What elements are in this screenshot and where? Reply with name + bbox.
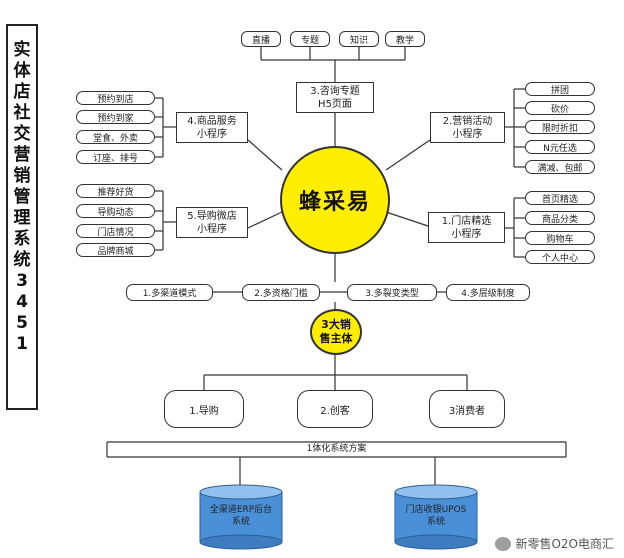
guide-item: 导购动态: [76, 204, 155, 218]
integration-label: 1体化系统方案: [306, 444, 367, 454]
vertical-title: 实 体 店 社 交 营 销 管 理 系 统 3 4 5 1: [6, 24, 38, 410]
app-goods-service: 4.商品服务 小程序: [176, 112, 248, 143]
goods-item: 订座、排号: [76, 150, 155, 164]
db-label-line: 门店收银UPOS: [405, 505, 467, 515]
app-h5-page: 3.咨询专题 H5页面: [296, 82, 374, 113]
mode-box: 2.多资格门槛: [242, 284, 320, 301]
app-guide-shop: 5.导购微店 小程序: [176, 207, 248, 238]
app-label: 5.导购微店: [187, 210, 237, 222]
title-char: 销: [13, 166, 31, 186]
title-char: 营: [13, 145, 31, 165]
db-label-line: 全渠道ERP后台: [209, 505, 273, 515]
database-cylinders: [199, 484, 478, 550]
app-label: H5页面: [318, 98, 352, 110]
title-char: 4: [16, 292, 28, 312]
database-label-upos: 门店收银UPOS 系统: [395, 504, 477, 528]
guide-item: 品牌商城: [76, 243, 155, 257]
wechat-icon: [495, 536, 512, 551]
entity-box: 2.创客: [297, 390, 373, 428]
mode-box: 4.多层级制度: [446, 284, 530, 301]
db-label-line: 系统: [231, 517, 250, 527]
center-hub: 蜂采易: [280, 146, 390, 254]
content-tag: 教学: [385, 31, 425, 47]
title-char: 统: [13, 250, 31, 270]
app-label: 小程序: [197, 223, 227, 235]
entity-box: 1.导购: [164, 390, 244, 428]
app-label: 小程序: [452, 128, 483, 140]
marketing-item: 拼团: [525, 82, 595, 96]
sales-hub-label: 售主体: [319, 332, 353, 345]
title-char: 3: [16, 271, 28, 291]
store-item: 购物车: [525, 231, 595, 245]
app-label: 3.咨询专题: [310, 85, 360, 97]
marketing-item: N元任选: [525, 140, 595, 154]
guide-item: 推荐好货: [76, 184, 155, 198]
goods-item: 预约到家: [76, 110, 155, 124]
store-item: 首页精选: [525, 191, 595, 205]
app-store-select: 1.门店精选 小程序: [428, 212, 505, 243]
app-label: 2.营销活动: [442, 115, 493, 127]
entity-box: 3消费者: [429, 390, 505, 428]
app-label: 4.商品服务: [187, 115, 237, 127]
content-tag: 专题: [290, 31, 330, 47]
content-tag: 知识: [339, 31, 379, 47]
title-char: 理: [13, 208, 31, 228]
app-label: 小程序: [451, 228, 482, 240]
title-char: 系: [13, 229, 31, 249]
goods-item: 预约到店: [76, 91, 155, 105]
sales-hub-label: 3大销: [321, 318, 351, 331]
guide-item: 门店情况: [76, 224, 155, 238]
app-marketing: 2.营销活动 小程序: [430, 112, 505, 143]
content-tag: 直播: [241, 31, 281, 47]
watermark: 新零售O2O电商汇: [495, 535, 614, 552]
app-label: 1.门店精选: [441, 215, 492, 227]
watermark-text: 新零售O2O电商汇: [515, 537, 614, 551]
store-item: 个人中心: [525, 250, 595, 264]
title-char: 实: [13, 40, 31, 60]
mode-box: 1.多渠道模式: [126, 284, 213, 301]
mode-box: 3.多裂变类型: [347, 284, 437, 301]
title-char: 店: [13, 82, 31, 102]
store-item: 商品分类: [525, 211, 595, 225]
title-char: 社: [13, 103, 31, 123]
title-char: 1: [16, 334, 28, 354]
database-label-erp: 全渠道ERP后台 系统: [200, 504, 282, 528]
title-char: 5: [16, 313, 28, 333]
goods-item: 堂食、外卖: [76, 130, 155, 144]
marketing-item: 砍价: [525, 101, 595, 115]
title-char: 交: [13, 124, 31, 144]
db-label-line: 系统: [426, 517, 445, 527]
title-char: 体: [13, 61, 31, 81]
app-label: 小程序: [197, 128, 227, 140]
sales-hub: 3大销 售主体: [310, 309, 362, 355]
marketing-item: 限时折扣: [525, 120, 595, 134]
title-char: 管: [13, 187, 31, 207]
marketing-item: 满减、包邮: [525, 160, 595, 174]
